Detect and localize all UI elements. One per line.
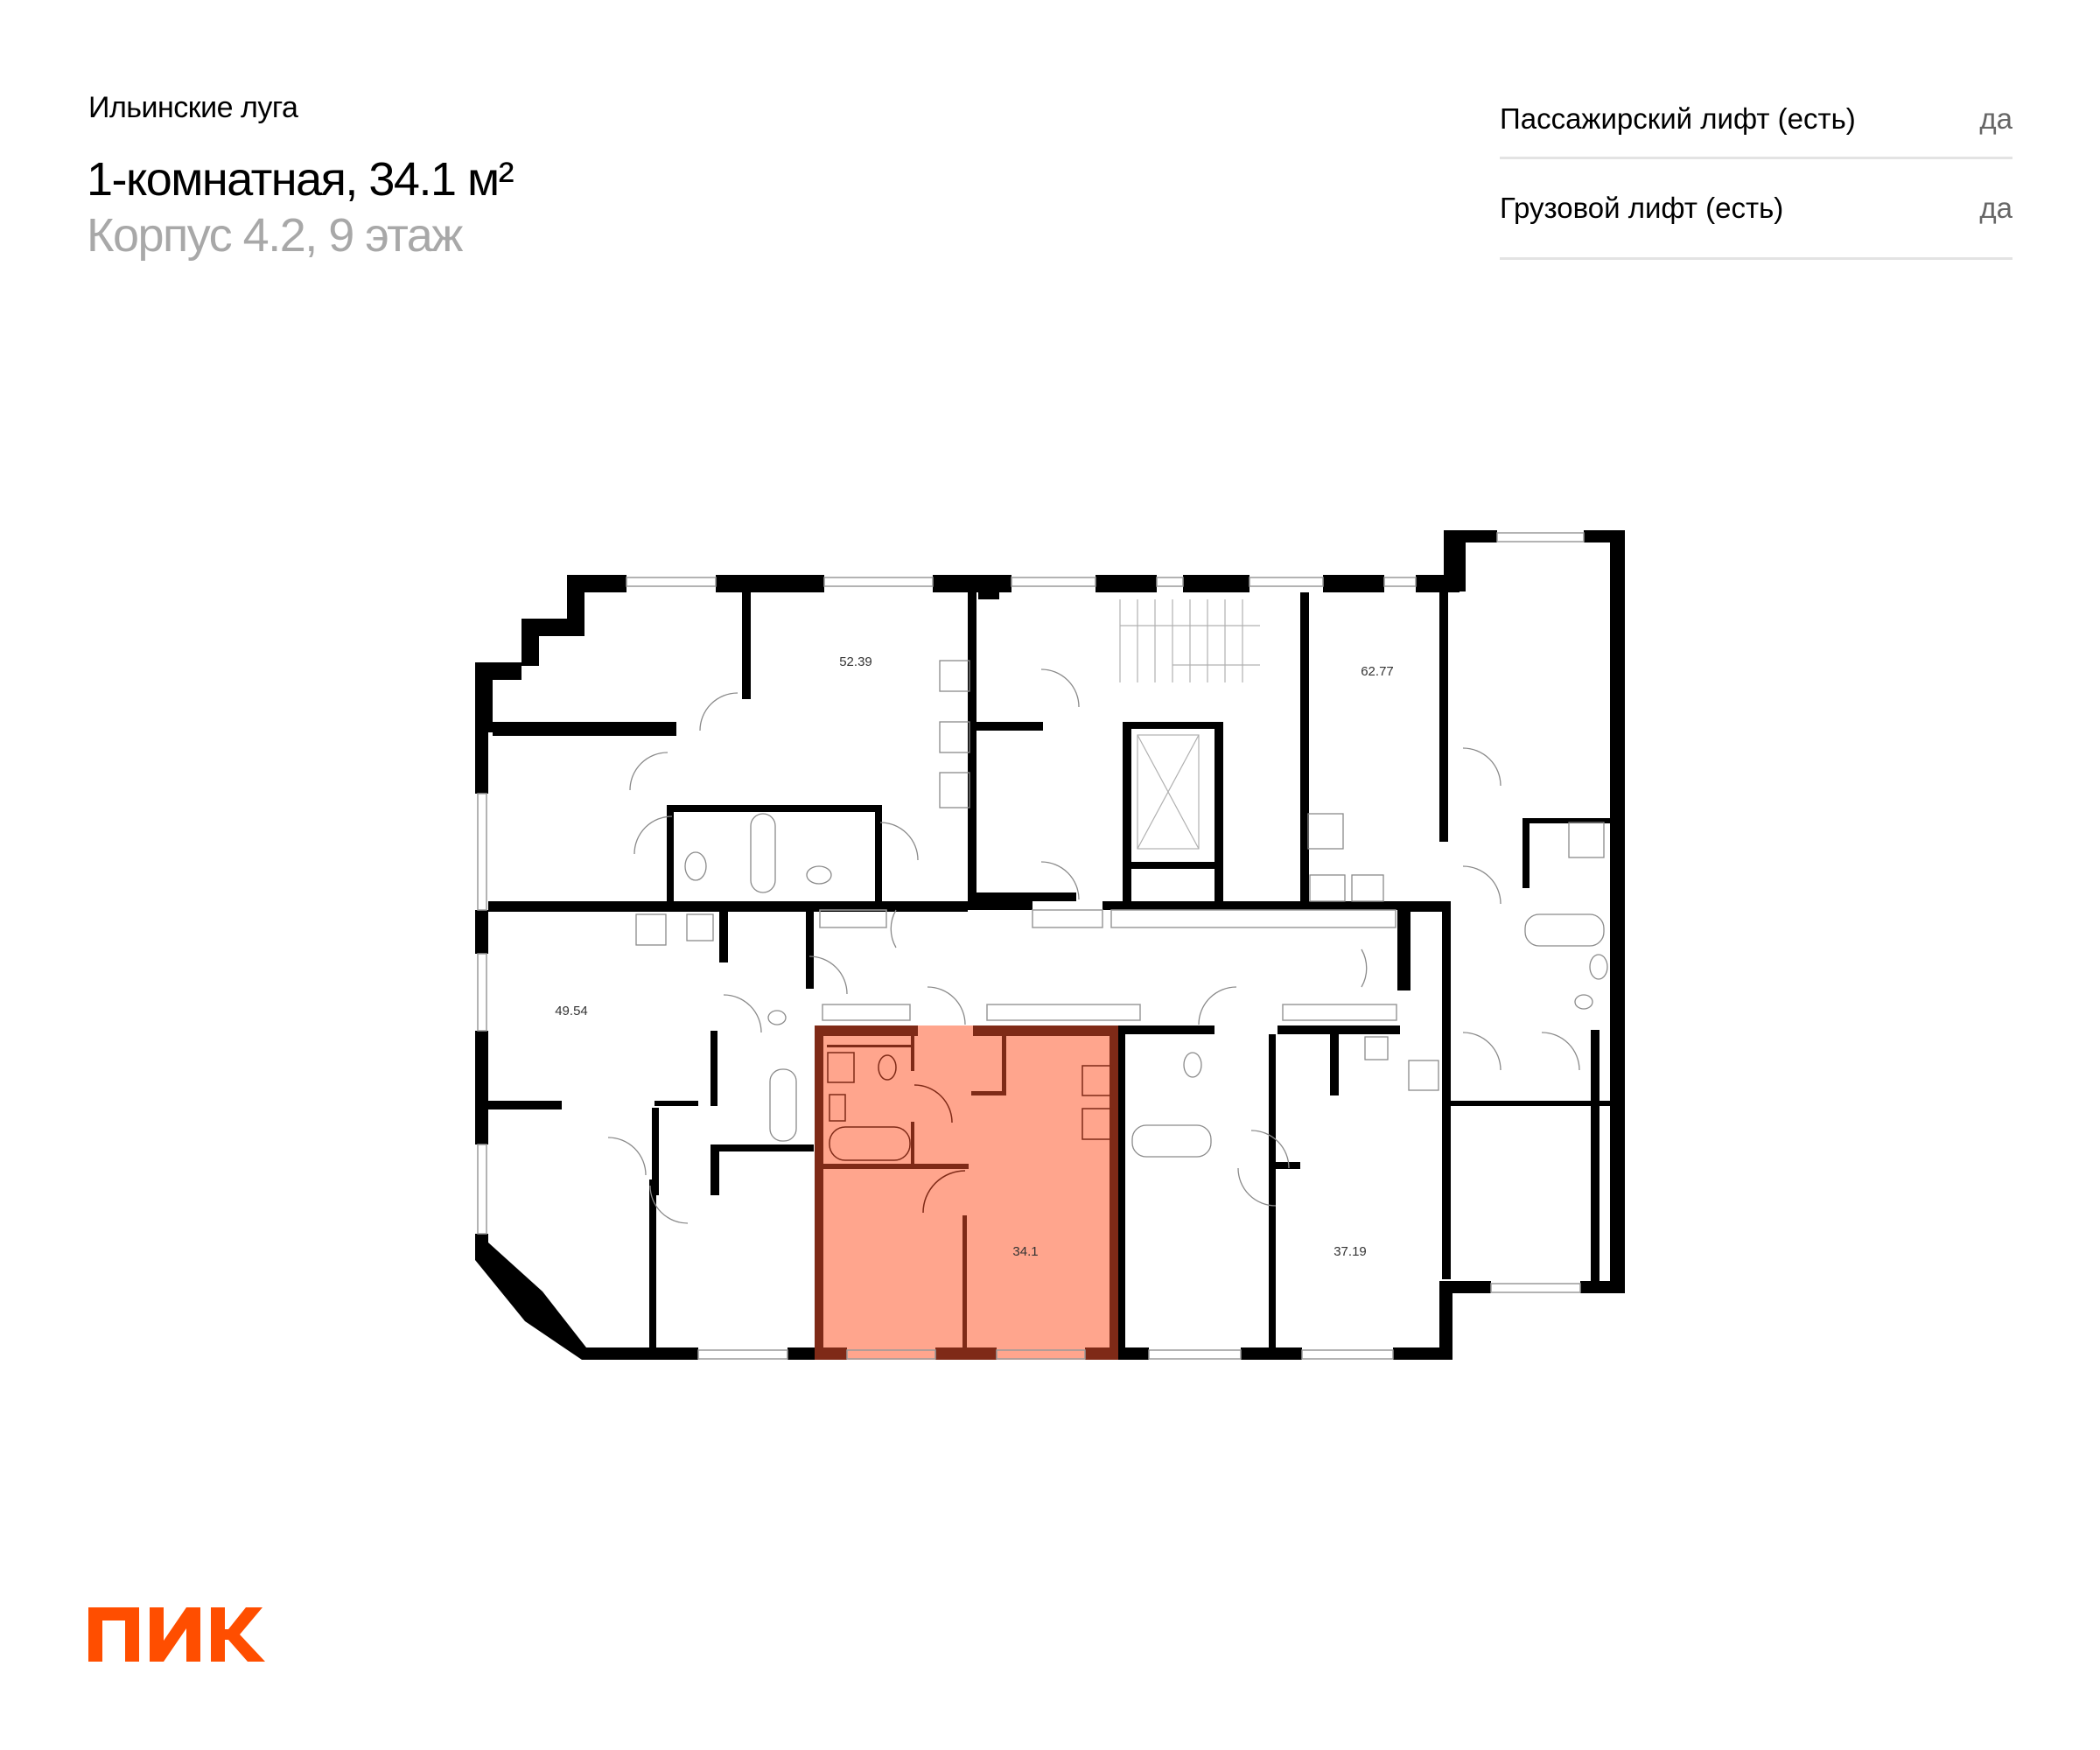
fixtures [635,660,1608,1158]
feature-passenger-elevator: Пассажирский лифт (есть) да [1500,80,2012,159]
windows [477,532,1585,1360]
area-label: 37.19 [1334,1244,1367,1259]
feature-label: Грузовой лифт (есть) [1500,192,1784,224]
feature-value: да [1979,192,2012,224]
feature-value: да [1979,102,2012,135]
selected-apartment[interactable]: 34.1 [815,1026,1118,1360]
area-label: 62.77 [1361,664,1394,679]
building-walls [475,530,1625,1360]
apartment-area-labels: 52.39 62.77 49.54 37.19 [555,654,1394,1259]
feature-label: Пассажирский лифт (есть) [1500,102,1856,135]
feature-freight-elevator: Грузовой лифт (есть) да [1500,159,2012,260]
area-label: 52.39 [839,654,872,669]
area-label: 34.1 [1012,1244,1038,1259]
staircase [1119,599,1260,850]
features-list: Пассажирский лифт (есть) да Грузовой лиф… [1500,80,2012,260]
area-label: 49.54 [555,1004,588,1018]
door-swings [607,668,1580,1224]
project-name: Ильинские луга [88,91,298,124]
apartment-subtitle: Корпус 4.2, 9 этаж [87,209,463,262]
apartment-title: 1-комнатная, 34.1 м² [87,153,514,206]
pik-logo[interactable]: ПИК [88,1607,265,1662]
